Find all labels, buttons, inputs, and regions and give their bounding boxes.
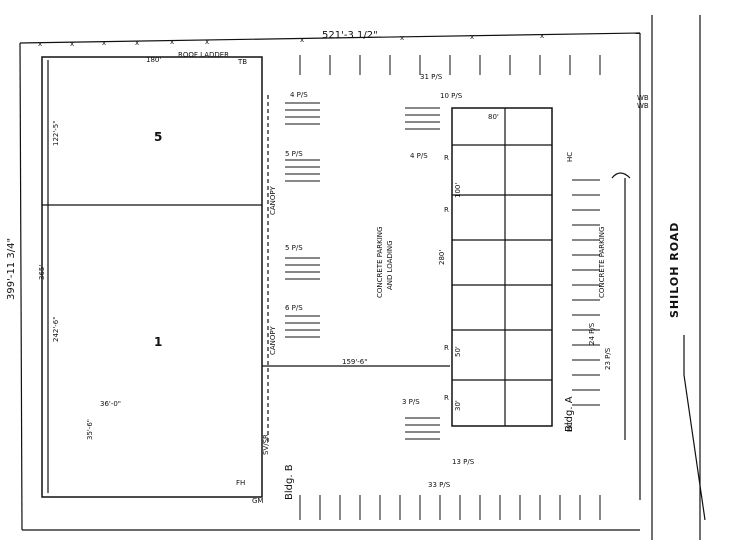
svg-text:x: x bbox=[300, 36, 304, 44]
canopy-label-top: CANOPY bbox=[269, 186, 277, 215]
parking-island-right bbox=[611, 172, 631, 440]
svg-text:x: x bbox=[102, 39, 106, 47]
svg-text:x: x bbox=[540, 32, 544, 40]
dim-180: 180' bbox=[146, 56, 161, 64]
parking-5a: 5 P/S bbox=[285, 150, 303, 158]
dim-36: 36'-0" bbox=[100, 400, 121, 408]
parking-5b: 5 P/S bbox=[285, 244, 303, 252]
svg-text:x: x bbox=[70, 40, 74, 48]
parking-loading-line2: AND LOADING bbox=[386, 240, 394, 290]
parking-24: 24 P/S bbox=[588, 322, 596, 345]
tb-label: TB bbox=[237, 58, 247, 66]
fence-ticks: x x x x x x x x x x bbox=[38, 32, 544, 48]
bldg-a-outline bbox=[451, 107, 553, 427]
dim-80: 80' bbox=[488, 113, 499, 121]
fh-label: FH bbox=[236, 479, 245, 487]
r-label-3: R bbox=[444, 344, 449, 352]
bldg-b-outline bbox=[41, 56, 263, 498]
wb-label-1: WB bbox=[637, 94, 649, 102]
canopy-label-bottom: CANOPY bbox=[269, 326, 277, 355]
r-label-1: R bbox=[444, 154, 449, 162]
svg-text:x: x bbox=[470, 33, 474, 41]
hc-label-top: HC bbox=[566, 152, 574, 162]
dim-280: 280' bbox=[438, 250, 446, 265]
dim-122: 122'-5" bbox=[52, 121, 60, 146]
bldg-a-label: Bldg. A bbox=[564, 396, 575, 432]
dim-365: 365' bbox=[38, 265, 46, 280]
hc-label-bottom: HC bbox=[566, 422, 574, 432]
svg-text:x: x bbox=[170, 38, 174, 46]
svg-text:x: x bbox=[205, 38, 209, 46]
parking-4b: 4 P/S bbox=[410, 152, 428, 160]
svg-text:x: x bbox=[135, 39, 139, 47]
bldg-b-label: Bldg. B bbox=[284, 464, 295, 500]
parking-33: 33 P/S bbox=[428, 481, 451, 489]
concrete-parking-label: CONCRETE PARKING bbox=[598, 227, 606, 298]
roof-ladder-label: ROOF LADDER bbox=[178, 51, 229, 59]
dim-50: 50' bbox=[454, 346, 462, 357]
svg-text:x: x bbox=[400, 34, 404, 42]
r-label-2: R bbox=[444, 206, 449, 214]
parking-13: 13 P/S bbox=[452, 458, 475, 466]
unit-1: 1 bbox=[154, 335, 162, 349]
gm-label: GM bbox=[252, 497, 263, 505]
parking-6: 6 P/S bbox=[285, 304, 303, 312]
sv-sr-label: SV/SR bbox=[262, 434, 270, 455]
parking-31: 31 P/S bbox=[420, 73, 443, 81]
fence-top bbox=[19, 32, 641, 44]
parking-4a: 4 P/S bbox=[290, 91, 308, 99]
r-label-4: R bbox=[444, 394, 449, 402]
unit-5: 5 bbox=[154, 130, 162, 144]
parking-3: 3 P/S bbox=[402, 398, 420, 406]
dim-100: 100' bbox=[454, 183, 462, 198]
parking-10: 10 P/S bbox=[440, 92, 463, 100]
road-median bbox=[683, 335, 706, 521]
svg-text:x: x bbox=[38, 40, 42, 48]
parking-23: 23 P/S bbox=[604, 347, 612, 370]
parking-loading-line1: CONCRETE PARKING bbox=[376, 227, 384, 298]
wb-label-2: WB bbox=[637, 102, 649, 110]
parking-stalls bbox=[285, 55, 601, 520]
fence-left bbox=[19, 42, 23, 531]
dim-30: 30' bbox=[454, 400, 462, 411]
dim-top-frontage: 521'-3 1/2" bbox=[322, 30, 378, 41]
dim-159-text: 159'-6" bbox=[342, 358, 367, 366]
dim-242: 242'-6" bbox=[52, 317, 60, 342]
dim-35: 35'-6" bbox=[86, 419, 94, 440]
road-name: SHILOH ROAD bbox=[668, 222, 681, 318]
dim-left-depth: 399'-11 3/4" bbox=[6, 238, 17, 300]
